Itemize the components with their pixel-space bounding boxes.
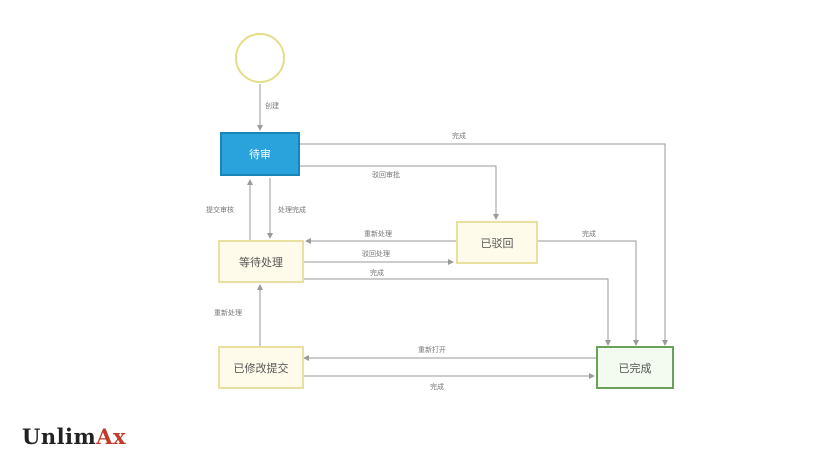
label-pending-created: 提交审核 — [206, 206, 234, 214]
unlimax-logo: UnlimAx — [22, 424, 127, 449]
label-done-resubmit: 重新打开 — [418, 346, 446, 354]
edge-pending-done — [304, 278, 611, 346]
node-resubmit-label: 已修改提交 — [233, 361, 289, 375]
node-pending: 等待处理 — [218, 240, 304, 283]
start-node — [235, 33, 285, 83]
edge-rejected-done — [538, 240, 639, 346]
node-done: 已完成 — [596, 346, 674, 389]
node-created-label: 待审 — [249, 148, 271, 161]
edge-created-done — [300, 143, 668, 346]
node-pending-label: 等待处理 — [239, 255, 283, 269]
node-created: 待审 — [220, 132, 300, 176]
label-created-done: 完成 — [452, 132, 466, 140]
label-created-rejected: 驳回审批 — [372, 171, 400, 179]
node-resubmit: 已修改提交 — [218, 346, 304, 389]
node-rejected: 已驳回 — [456, 221, 538, 264]
label-rejected-done: 完成 — [582, 230, 596, 238]
node-done-label: 已完成 — [618, 361, 652, 375]
label-resubmit-done: 完成 — [430, 383, 444, 391]
node-rejected-label: 已驳回 — [480, 236, 514, 250]
label-pending-done: 完成 — [370, 269, 384, 277]
label-resubmit-pending: 重新处理 — [214, 309, 242, 317]
label-rejected-pending: 重新处理 — [364, 230, 392, 238]
edge-created-rejected — [300, 165, 499, 220]
label-pending-rejected: 驳回处理 — [362, 250, 390, 258]
label-start-created: 创建 — [265, 102, 279, 110]
label-created-pending: 处理完成 — [278, 206, 306, 214]
